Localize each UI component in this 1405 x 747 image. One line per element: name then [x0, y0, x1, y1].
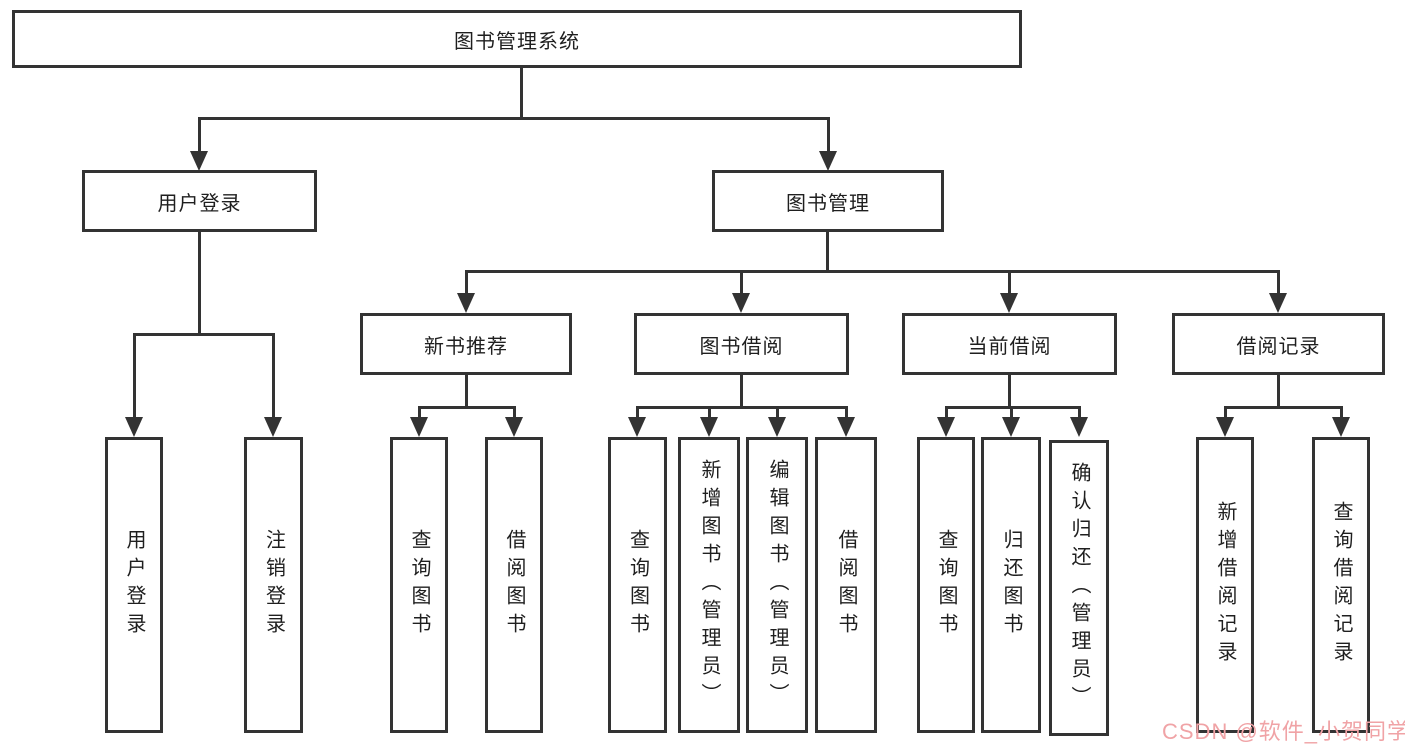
- node-book-mgmt-label: 图书管理: [786, 192, 870, 215]
- connector-drop-bb-edit: [776, 406, 779, 419]
- connector-drop-nb-borrow: [513, 406, 516, 419]
- leaf-return-book-label: 归还图书: [1000, 529, 1022, 641]
- leaf-add-book-admin-label: 新增图书（管理员）: [698, 459, 720, 711]
- connector-drop-book-mgmt: [827, 117, 830, 153]
- connector-drop-leaf-login: [133, 333, 136, 418]
- connector-drop-bb-query: [636, 406, 639, 419]
- connector-drop-leaf-logout: [272, 333, 275, 418]
- node-new-book-recommend-label: 新书推荐: [424, 335, 508, 358]
- connector-drop-cb-confirm: [1078, 406, 1081, 419]
- arrowhead-new-book: [457, 293, 475, 313]
- leaf-borrow-query-book: 查询图书: [608, 437, 667, 733]
- leaf-edit-book-admin-label: 编辑图书（管理员）: [766, 459, 788, 711]
- connector-book-borrow-trunk: [740, 375, 743, 408]
- leaf-user-login: 用户登录: [105, 437, 163, 733]
- node-user-login-label: 用户登录: [157, 192, 242, 215]
- arrowhead-cb-confirm: [1070, 417, 1088, 437]
- arrowhead-bb-add: [700, 417, 718, 437]
- node-current-borrow-label: 当前借阅: [967, 335, 1052, 358]
- leaf-edit-book-admin: 编辑图书（管理员）: [746, 437, 808, 733]
- csdn-watermark: CSDN @软件_小贺同学: [1162, 719, 1405, 744]
- arrowhead-book-borrow: [732, 293, 750, 313]
- arrowhead-book-mgmt: [819, 151, 837, 171]
- connector-book-borrow-rail: [637, 406, 847, 409]
- arrowhead-nb-query: [410, 417, 428, 437]
- node-book-borrow-label: 图书借阅: [699, 335, 784, 358]
- arrowhead-cb-query: [937, 417, 955, 437]
- leaf-newbook-query-book-label: 查询图书: [408, 529, 430, 641]
- connector-drop-book-borrow: [740, 270, 743, 295]
- connector-root-trunk: [520, 68, 523, 120]
- connector-user-login-rail: [134, 333, 275, 336]
- node-current-borrow: 当前借阅: [902, 313, 1117, 375]
- connector-drop-br-add: [1224, 406, 1227, 419]
- leaf-current-query-book: 查询图书: [917, 437, 975, 733]
- leaf-query-borrow-record: 查询借阅记录: [1312, 437, 1370, 733]
- connector-borrow-record-rail: [1225, 406, 1342, 409]
- arrowhead-current-borrow: [1000, 293, 1018, 313]
- leaf-add-book-admin: 新增图书（管理员）: [678, 437, 740, 733]
- arrowhead-user-login: [190, 151, 208, 171]
- arrowhead-borrow-record: [1269, 293, 1287, 313]
- leaf-borrow-query-book-label: 查询图书: [626, 529, 649, 641]
- connector-new-book-trunk: [465, 375, 468, 408]
- leaf-user-login-label: 用户登录: [123, 529, 145, 641]
- leaf-newbook-query-book: 查询图书: [390, 437, 448, 733]
- connector-drop-current-borrow: [1008, 270, 1011, 295]
- leaf-logout: 注销登录: [244, 437, 303, 733]
- connector-drop-borrow-record: [1277, 270, 1280, 295]
- arrowhead-nb-borrow: [505, 417, 523, 437]
- node-new-book-recommend: 新书推荐: [360, 313, 572, 375]
- leaf-add-borrow-record: 新增借阅记录: [1196, 437, 1254, 733]
- arrowhead-bb-query: [628, 417, 646, 437]
- leaf-newbook-borrow-book-label: 借阅图书: [503, 529, 525, 641]
- connector-borrow-record-trunk: [1277, 375, 1280, 408]
- leaf-return-book: 归还图书: [981, 437, 1041, 733]
- leaf-borrow-borrow-book: 借阅图书: [815, 437, 877, 733]
- leaf-add-borrow-record-label: 新增借阅记录: [1214, 501, 1236, 669]
- node-book-borrow: 图书借阅: [634, 313, 849, 375]
- leaf-confirm-return-admin: 确认归还（管理员）: [1049, 440, 1109, 736]
- arrowhead-br-query: [1332, 417, 1350, 437]
- leaf-newbook-borrow-book: 借阅图书: [485, 437, 543, 733]
- leaf-logout-label: 注销登录: [262, 529, 285, 641]
- leaf-borrow-borrow-book-label: 借阅图书: [835, 529, 857, 641]
- arrowhead-bb-borrow: [837, 417, 855, 437]
- connector-drop-new-book: [465, 270, 468, 295]
- leaf-query-borrow-record-label: 查询借阅记录: [1330, 501, 1352, 669]
- arrowhead-cb-return: [1002, 417, 1020, 437]
- connector-new-book-rail: [419, 406, 515, 409]
- node-borrow-record: 借阅记录: [1172, 313, 1385, 375]
- node-root-library-system: 图书管理系统: [12, 10, 1022, 68]
- connector-drop-cb-query: [945, 406, 948, 419]
- node-user-login: 用户登录: [82, 170, 317, 232]
- arrowhead-br-add: [1216, 417, 1234, 437]
- leaf-current-query-book-label: 查询图书: [935, 529, 957, 641]
- node-root-label: 图书管理系统: [454, 30, 580, 53]
- connector-book-mgmt-trunk: [826, 232, 829, 273]
- connector-current-borrow-rail: [946, 406, 1080, 409]
- node-book-mgmt: 图书管理: [712, 170, 944, 232]
- connector-book-mgmt-rail: [466, 270, 1279, 273]
- arrowhead-leaf-logout: [264, 417, 282, 437]
- connector-drop-br-query: [1340, 406, 1343, 419]
- connector-drop-user-login: [198, 117, 201, 153]
- connector-drop-bb-borrow: [845, 406, 848, 419]
- connector-user-login-trunk: [198, 232, 201, 335]
- leaf-confirm-return-admin-label: 确认归还（管理员）: [1068, 462, 1090, 714]
- connector-drop-cb-return: [1010, 406, 1013, 419]
- arrowhead-bb-edit: [768, 417, 786, 437]
- connector-current-borrow-trunk: [1008, 375, 1011, 408]
- connector-root-rail: [199, 117, 829, 120]
- connector-drop-bb-add: [708, 406, 711, 419]
- arrowhead-leaf-login: [125, 417, 143, 437]
- connector-drop-nb-query: [418, 406, 421, 419]
- node-borrow-record-label: 借阅记录: [1236, 335, 1321, 358]
